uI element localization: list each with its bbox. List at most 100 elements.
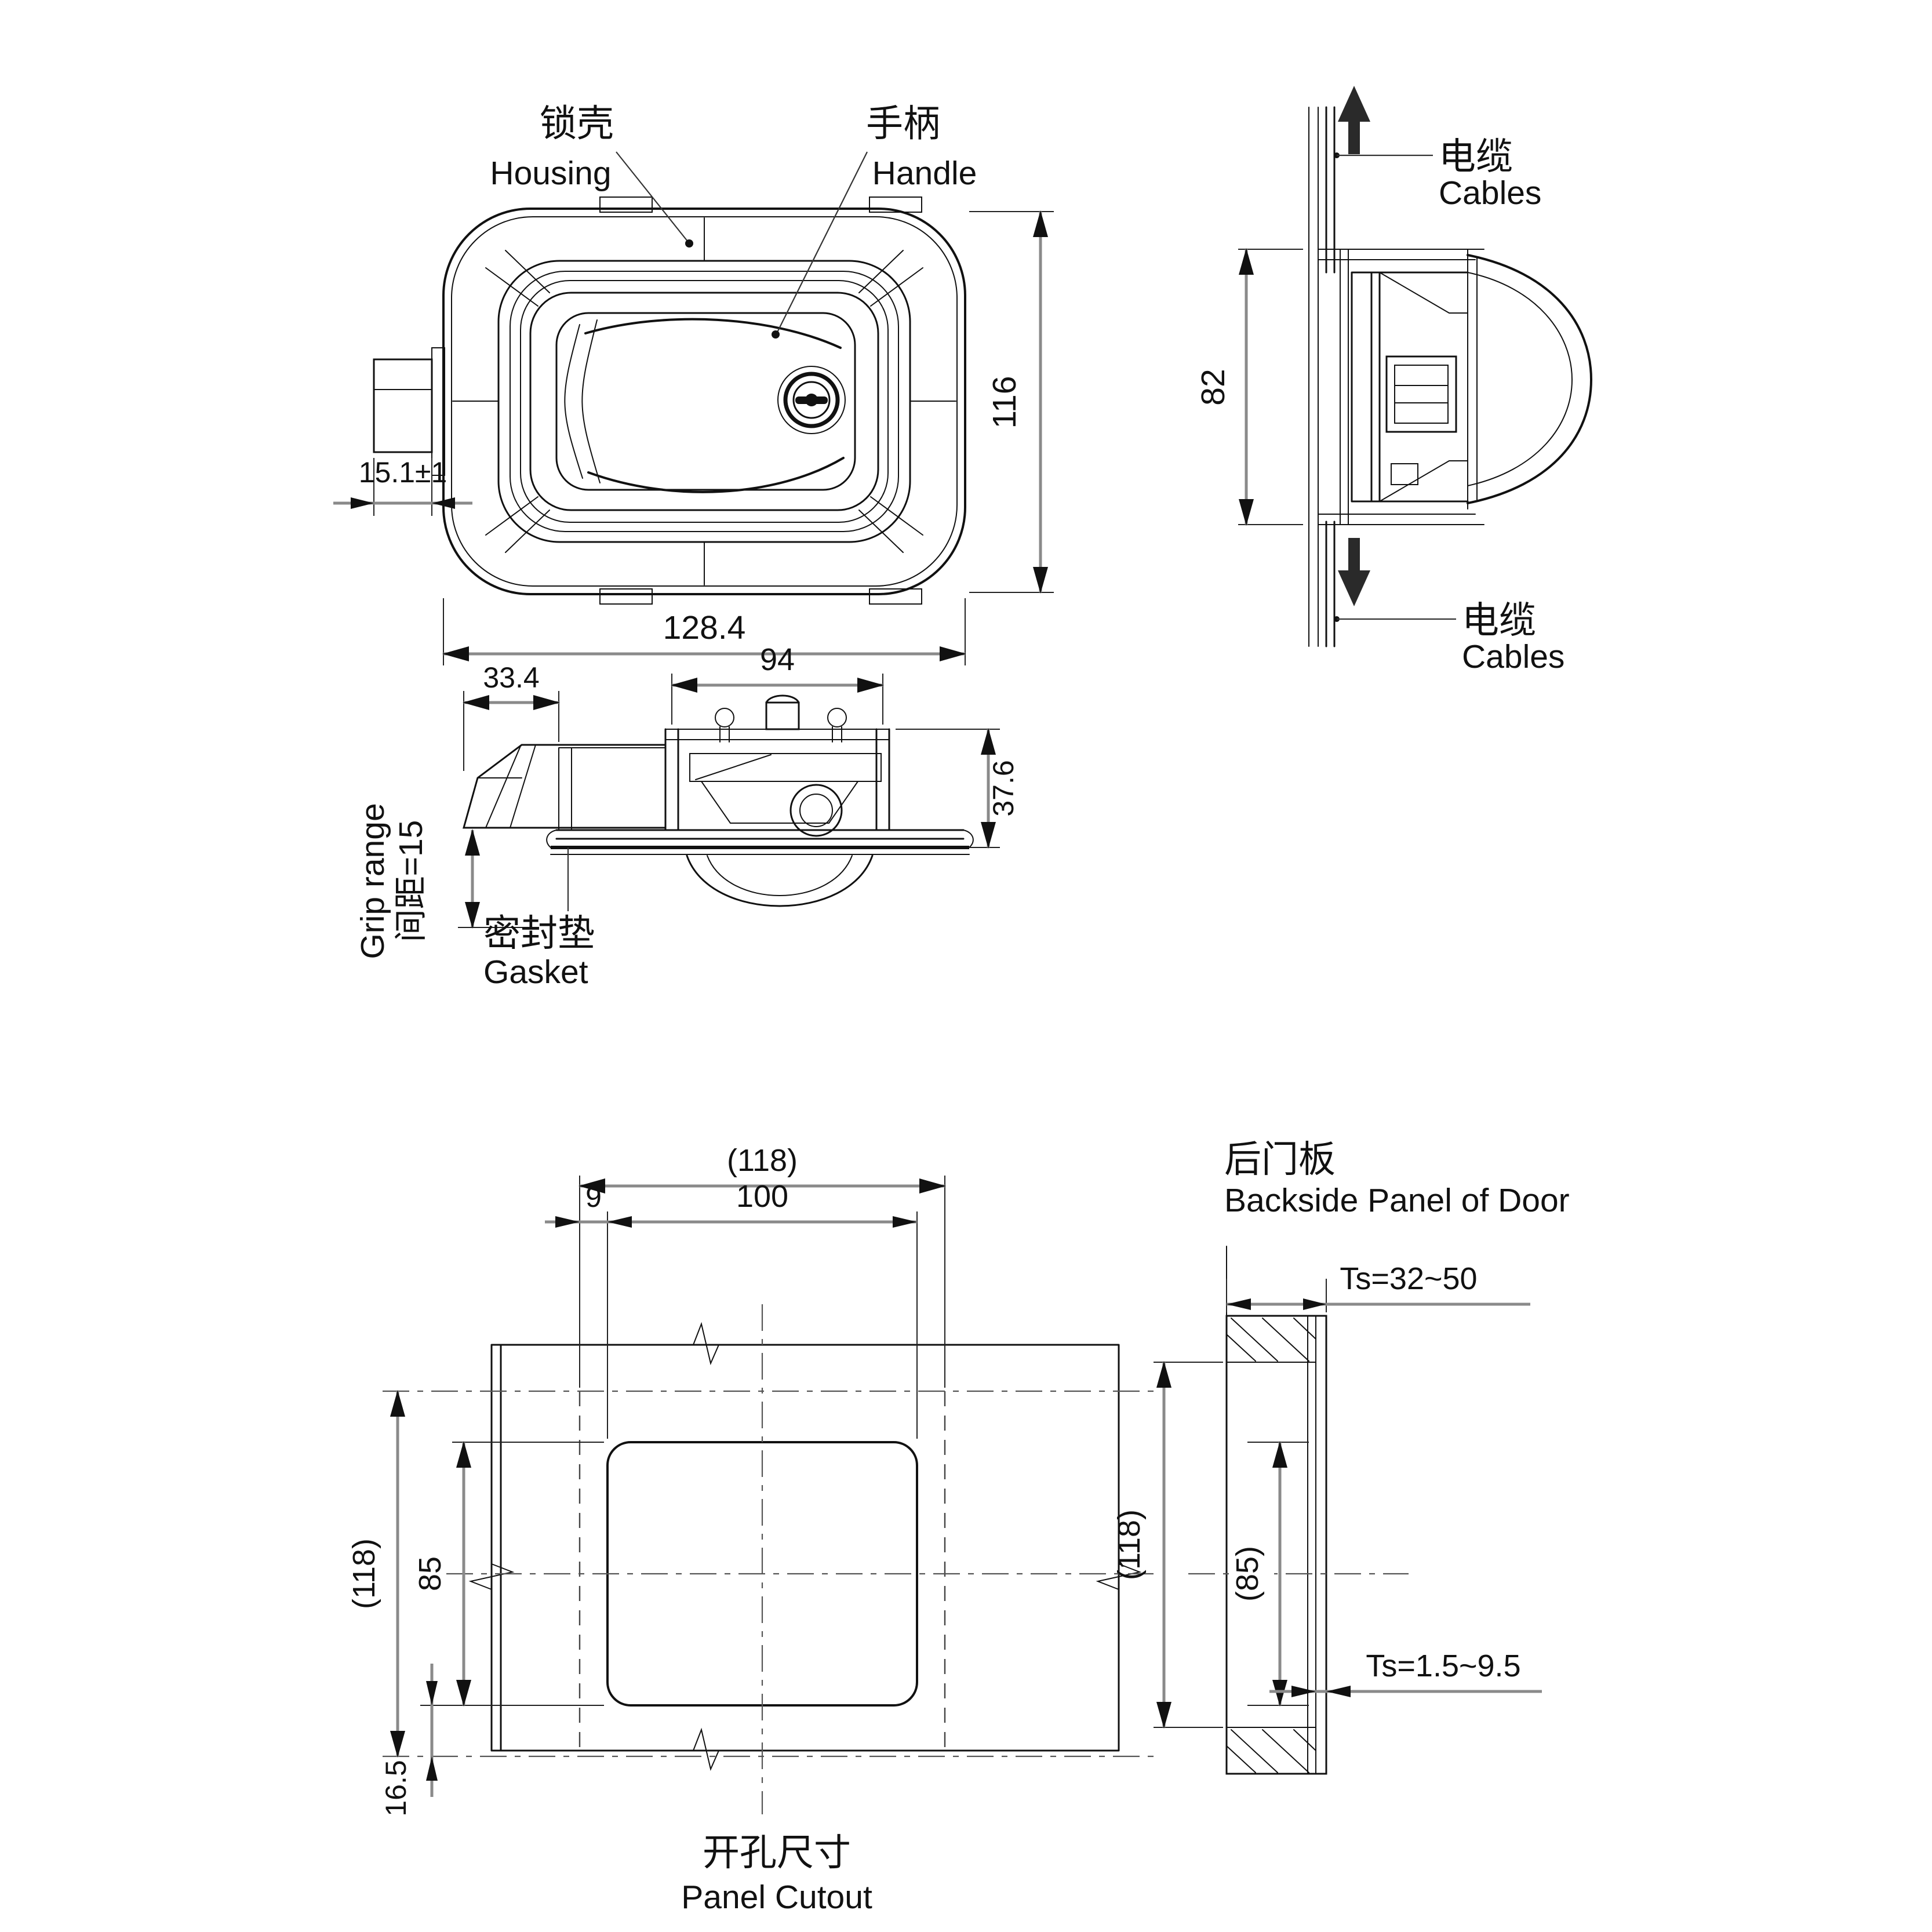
gasket-label-en: Gasket: [483, 954, 588, 991]
dim-ts-door-extensions: [1226, 1279, 1327, 1312]
dim-128: 128.4: [663, 609, 746, 646]
dim-arrow: [893, 1216, 917, 1228]
housing-ghost-phantom-lines: [383, 1390, 1154, 1758]
screw-stems: [719, 726, 842, 743]
switch-box: [1385, 355, 1457, 433]
handle-grip-curve: [581, 319, 601, 483]
dim-82: 82: [1195, 369, 1232, 405]
dim-85b: (85): [1230, 1546, 1265, 1602]
dim-118h: (118): [347, 1538, 381, 1609]
mount-tab: [599, 197, 653, 213]
dim-9-100-extensions: [607, 1211, 918, 1439]
handle-label-zh: 手柄: [866, 103, 940, 144]
handle-leader-line: [777, 151, 868, 333]
dim-116: 116: [986, 376, 1023, 429]
cables-bottom-label-en: Cables: [1462, 638, 1564, 675]
bezel-ring: [520, 280, 889, 523]
dim-94-extensions: [671, 674, 883, 725]
mount-plate: [1340, 249, 1349, 525]
handle-grip-curve: [564, 324, 583, 479]
panel-cutout-caption-zh: 开孔尺寸: [703, 1832, 851, 1873]
handle-label-en: Handle: [872, 155, 977, 192]
hatch-lines-bottom: [1226, 1729, 1316, 1773]
corner-spokes: [485, 496, 550, 553]
lock-cam-inner: [799, 794, 833, 827]
handle-leader-dot: [772, 330, 780, 339]
side-view: 电缆 Cables 电缆 Cables 82: [1195, 86, 1593, 675]
dim-118w-extensions: [579, 1176, 945, 1388]
dim-151-arrow: [351, 497, 374, 509]
corner-spokes: [485, 250, 550, 307]
corner-spokes: [858, 250, 923, 307]
backside-title-en: Backside Panel of Door: [1224, 1182, 1570, 1219]
screw-loop: [827, 708, 847, 727]
dim-85-extensions: [420, 1442, 604, 1706]
dim-165: 16.5: [380, 1760, 412, 1816]
section-view: 33.4 94 37.6 Grip range 间距=15 密封垫 Gasket: [354, 642, 1020, 991]
dim-151-arrow: [432, 497, 455, 509]
door-panel-edge: [1308, 107, 1319, 647]
cable-direction-down-arrow-icon: [1338, 538, 1370, 606]
parting-lines: [452, 217, 956, 585]
cables-bottom-label-zh: 电缆: [1462, 599, 1536, 641]
switch-box-inner: [1394, 365, 1449, 424]
switch-box-lines: [1394, 385, 1449, 403]
housing-label-en: Housing: [490, 155, 611, 192]
center-bolt: [765, 701, 800, 730]
backside-title-zh: 后门板: [1224, 1138, 1336, 1180]
grip-range-label-en: Grip range: [354, 803, 391, 959]
handle-face: [555, 312, 856, 491]
key-cylinder: [777, 366, 846, 434]
hatch-lines-top: [1226, 1318, 1316, 1362]
panel-section-outline: [1225, 1315, 1327, 1775]
mid-plate: [689, 753, 882, 782]
dim-arrow: [555, 1216, 580, 1228]
dim-arrow: [1326, 1686, 1351, 1697]
dim-ts-sheet: Ts=1.5~9.5: [1366, 1649, 1520, 1683]
dim-100: 100: [736, 1179, 788, 1214]
dim-118w: (118): [727, 1143, 798, 1178]
dim-ts-door: Ts=32~50: [1340, 1261, 1477, 1296]
dim-arrow: [607, 1216, 632, 1228]
dim-376: 37.6: [987, 760, 1020, 816]
break-mark: [693, 1727, 719, 1771]
panel-cutout-caption-en: Panel Cutout: [681, 1879, 872, 1916]
cables-top-label-en: Cables: [1439, 174, 1541, 212]
handle-dome-below-inner: [707, 855, 853, 896]
break-mark: [1096, 1563, 1142, 1590]
break-mark: [693, 1322, 719, 1366]
housing-leader-line: [616, 151, 688, 242]
dim-arrow: [1291, 1686, 1316, 1697]
panel-cutout-view: (118) 9 100 (118) 85 16.5 开孔尺寸 Panel Cut…: [347, 1143, 1154, 1916]
dim-85: 85: [413, 1556, 447, 1591]
housing-leader-dot: [685, 239, 693, 248]
body-left-wall: [558, 747, 666, 829]
body-small-detail: [1391, 463, 1418, 485]
thin-sheet-lines: [1307, 1315, 1316, 1774]
dim-118b: (118): [1112, 1509, 1147, 1580]
lock-cam-outer: [789, 784, 843, 837]
mount-tab: [869, 588, 922, 605]
corner-spokes: [858, 496, 923, 553]
body-detail: [1379, 272, 1468, 502]
dim-151-extensions: [373, 458, 432, 516]
dim-94: 94: [760, 642, 795, 677]
body-top-rails: [665, 729, 890, 740]
dim-arrow: [426, 1681, 438, 1705]
handle-dome: [1467, 254, 1593, 504]
cable-strip-top: [1325, 106, 1336, 274]
bezel-ring: [510, 271, 899, 532]
dim-82-extensions: [1238, 249, 1303, 525]
text-backing: [1237, 1496, 1274, 1652]
dim-334: 33.4: [483, 661, 539, 694]
dim-151: 15.1±1: [359, 456, 447, 489]
dome-edge: [1467, 249, 1478, 510]
mount-tab: [869, 197, 922, 213]
latch-tab: [373, 347, 445, 476]
body-posts: [664, 728, 890, 830]
housing-label-zh: 锁壳: [540, 103, 614, 144]
flange: [555, 829, 965, 840]
handle-dome-inner: [1467, 272, 1573, 486]
dim-9: 9: [585, 1181, 602, 1213]
